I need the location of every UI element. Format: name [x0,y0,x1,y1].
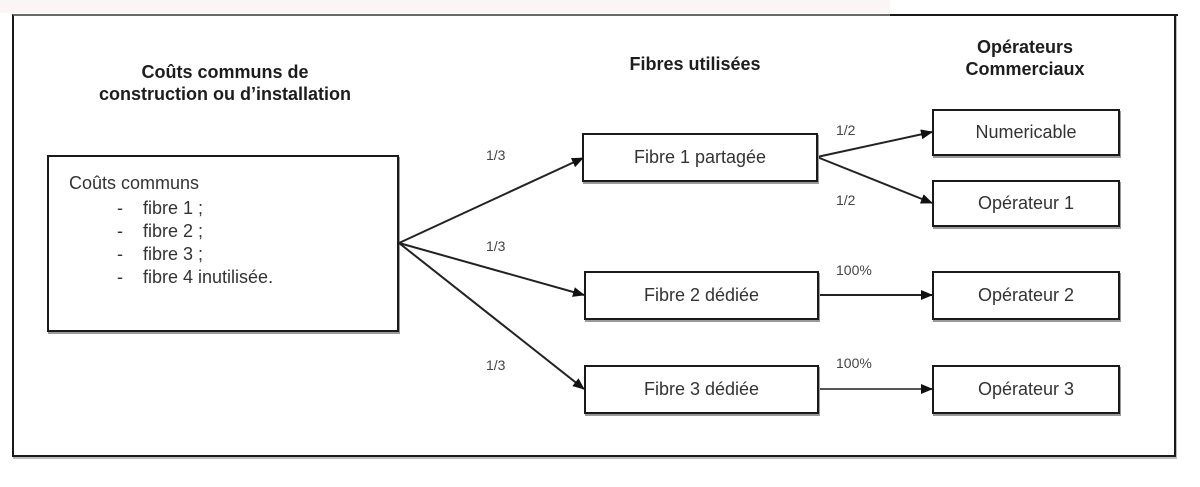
common-costs-item: -fibre 2 ; [69,221,203,242]
item-text: fibre 4 inutilisée. [143,267,274,287]
common-costs-title: Coûts communs [69,173,200,193]
heading-fibres-used: Fibres utilisées [629,54,761,74]
arrow-common-to-fibre2 [398,242,585,297]
item-text: fibre 2 ; [143,221,204,241]
bullet-dash: - [117,267,123,287]
item-text: fibre 1 ; [143,198,204,218]
heading-operators-line1: Opérateurs [976,37,1074,57]
bullet-dash: - [117,244,123,264]
frame-top-edge [890,14,1178,16]
common-costs-item: -fibre 1 ; [69,198,203,219]
operator-box: Opérateur 2 [932,271,1120,320]
common-costs-item: -fibre 3 ; [69,244,203,265]
arrow-fibre1-to-numericable [816,129,933,158]
share-label-fibre3: 1/3 [486,357,506,373]
share-label-fibre1: 1/3 [486,147,506,163]
item-text: fibre 3 ; [143,244,204,264]
heading-common-costs-line1: Coûts communs de [141,62,309,82]
share-label-fibre2: 1/3 [486,238,506,254]
share-label-operateur1: 1/2 [836,192,856,208]
heading-common-costs-line2: construction ou d’installation [99,84,351,104]
operator-box: Opérateur 3 [932,365,1120,414]
bullet-dash: - [117,198,123,218]
heading-common-costs: Coûts communs de construction ou d’insta… [40,61,410,105]
operator-box: Numericable [932,109,1120,156]
heading-operators-line2: Commerciaux [965,59,1085,79]
arrow-common-to-fibre3 [398,242,585,390]
arrow-common-to-fibre1 [398,157,584,244]
share-label-operateur3: 100% [836,355,872,371]
diagram-frame [12,14,1176,457]
fibre-box: Fibre 3 dédiée [584,365,819,414]
share-label-operateur2: 100% [836,262,872,278]
common-costs-box: Coûts communs -fibre 1 ; -fibre 2 ; -fib… [47,155,399,332]
share-label-numericable: 1/2 [836,122,856,138]
common-costs-item: -fibre 4 inutilisée. [69,267,273,288]
bullet-dash: - [117,221,123,241]
arrow-fibre1-to-operateur1 [816,156,933,204]
heading-operators: Opérateurs Commerciaux [920,36,1130,80]
operator-box: Opérateur 1 [932,180,1120,227]
fibre-box: Fibre 2 dédiée [584,271,819,320]
top-strip [0,0,890,13]
fibre-box: Fibre 1 partagée [582,133,818,182]
